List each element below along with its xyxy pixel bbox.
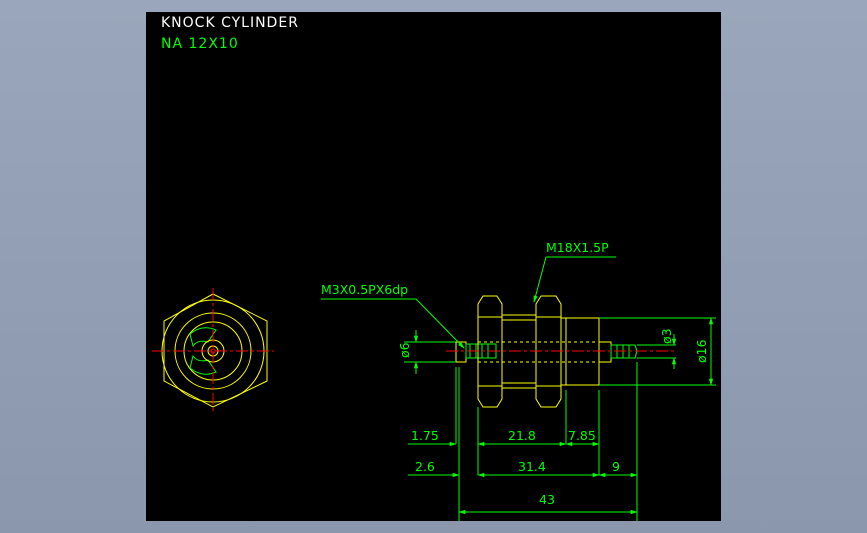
dim-2-6: 2.6 bbox=[415, 459, 435, 474]
dimensions bbox=[404, 317, 716, 521]
dim-1-75: 1.75 bbox=[411, 428, 439, 443]
left-nut bbox=[477, 295, 503, 408]
right-nut bbox=[535, 295, 562, 408]
dim-dia-port: ø3 bbox=[659, 328, 674, 344]
thread-port-label: M3X0.5PX6dp bbox=[321, 282, 408, 297]
port-fitting bbox=[598, 341, 612, 363]
end-view-slot-lower bbox=[189, 354, 217, 375]
dim-dia-body: ø16 bbox=[694, 339, 709, 363]
callout-thread-port: M3X0.5PX6dp bbox=[321, 282, 465, 349]
cad-drawing: M18X1.5P M3X0.5PX6dp bbox=[152, 240, 716, 521]
callout-thread-main: M18X1.5P bbox=[533, 240, 616, 303]
end-view-hexagon bbox=[163, 293, 268, 408]
thread-main-label: M18X1.5P bbox=[546, 240, 609, 255]
drawing-subtitle: NA 12X10 bbox=[161, 36, 239, 52]
dim-dia-left: ø6 bbox=[397, 342, 412, 358]
port-barb bbox=[610, 344, 638, 359]
end-view-slot bbox=[189, 327, 217, 348]
dim-21-8: 21.8 bbox=[508, 428, 536, 443]
dim-9: 9 bbox=[612, 459, 620, 474]
dim-7-85: 7.85 bbox=[568, 428, 596, 443]
end-view bbox=[152, 288, 274, 414]
dim-31-4: 31.4 bbox=[518, 459, 546, 474]
dimension-labels: ø6 ø3 ø16 1.75 21.8 7.85 2.6 31.4 9 43 bbox=[397, 328, 709, 507]
dim-43: 43 bbox=[539, 492, 555, 507]
drawing-canvas: KNOCK CYLINDER NA 12X10 bbox=[146, 12, 721, 521]
drawing-title: KNOCK CYLINDER bbox=[161, 15, 299, 31]
